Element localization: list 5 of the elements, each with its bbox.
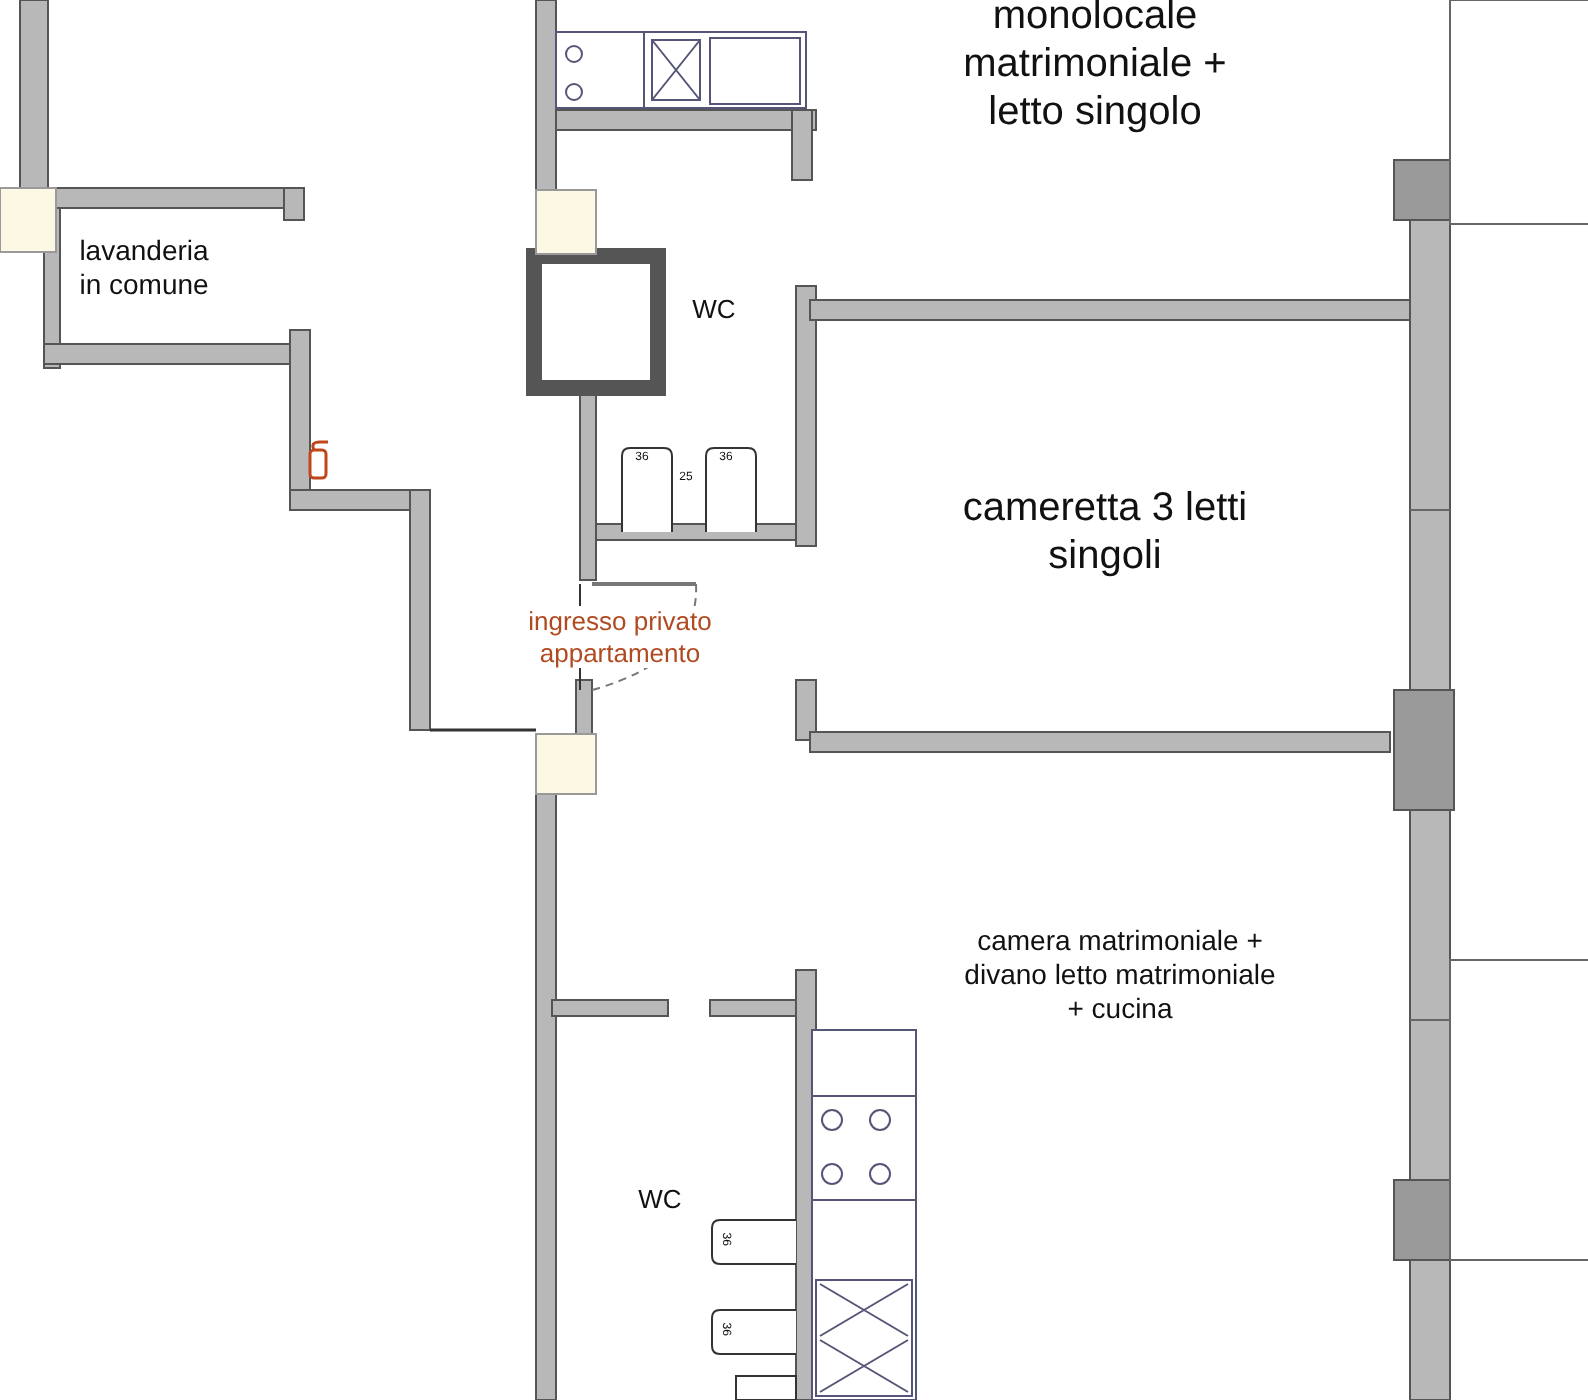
room-label: lavanderia in comune: [77, 234, 211, 302]
room-label: WC: [636, 1184, 684, 1216]
room-label: cameretta 3 letti singoli: [960, 484, 1250, 580]
room-label: WC: [690, 294, 738, 326]
room-label: camera matrimoniale + divano letto matrimoniale + cucina: [962, 924, 1278, 1025]
